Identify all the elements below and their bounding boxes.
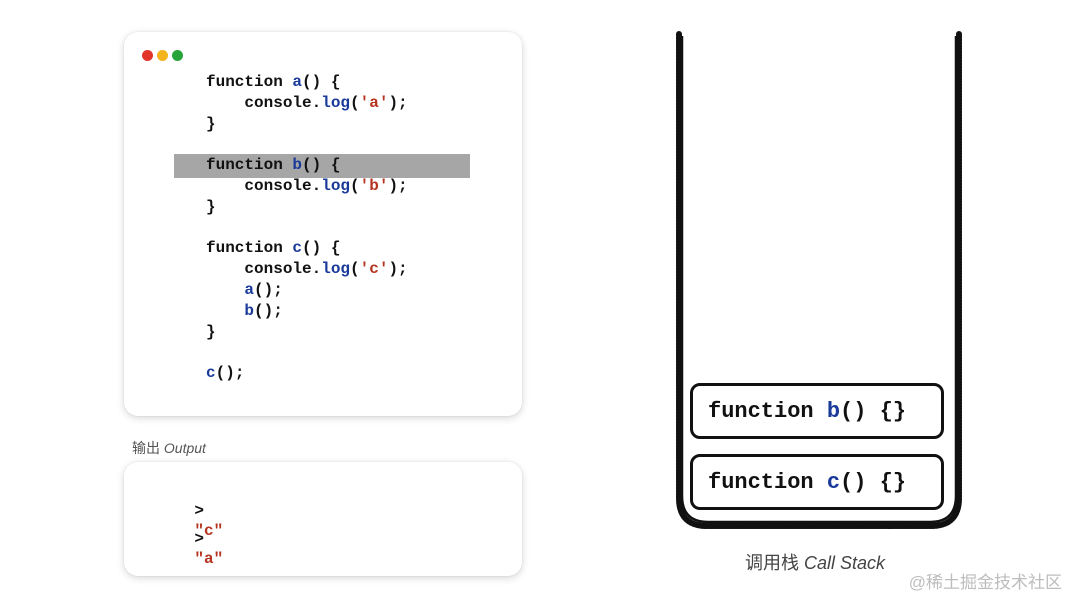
code-token: ); [388,177,408,195]
frame-keyword: function [708,398,814,424]
code-line: } [206,114,216,134]
code-line: console.log('a'); [206,93,408,113]
identifier-token: b [292,156,303,175]
code-token: } [206,197,216,216]
code-token [206,281,244,299]
output-line: > "a" [156,509,223,589]
output-line: > "c" [156,481,223,561]
code-token: function [206,239,293,258]
code-token: console. [206,93,322,112]
code-token: () { [302,239,341,258]
code-token: ( [350,93,360,112]
call-stack-caption: 调用栈 Call Stack [745,549,885,575]
code-token: ); [388,93,408,112]
stack-frame-c: function c() {} [690,454,944,510]
minimize-dot[interactable] [157,50,168,61]
identifier-token: log [321,260,351,279]
code-line: function b() { [206,155,340,175]
code-token: (); [215,364,245,383]
code-token [206,302,244,320]
code-line: a(); [206,280,283,300]
call-stack-caption-en: Call Stack [804,553,886,573]
code-token: (); [254,301,283,320]
frame-suffix: () {} [840,469,907,495]
identifier-token: c [292,239,303,258]
string-token: 'b' [359,177,389,195]
output-caption-en: Output [163,440,206,456]
frame-function-name: c [826,469,841,495]
prompt-symbol: > [194,502,205,520]
string-token: 'a' [359,93,389,112]
code-token: (); [254,281,283,299]
frame-function-name: b [826,398,841,424]
current-line-highlight [174,154,470,178]
code-line: console.log('b'); [206,176,408,196]
code-token: ( [350,260,360,279]
code-line: } [206,197,216,217]
frame-suffix: () {} [840,398,907,424]
output-caption-cn: 输出 [132,440,160,456]
prompt-symbol: > [194,530,205,548]
code-line: b(); [206,301,283,321]
code-line: console.log('c'); [206,259,408,279]
code-line: } [206,322,216,342]
string-token: 'c' [359,260,389,279]
code-token: ( [350,177,360,195]
code-token: function [206,73,293,91]
identifier-token: log [321,177,351,195]
identifier-token: log [321,93,351,112]
code-line: function c() { [206,238,340,258]
maximize-dot[interactable] [172,50,183,61]
identifier-token: c [206,364,216,383]
output-value: "a" [194,550,224,568]
frame-keyword: function [708,469,814,495]
identifier-token: a [244,281,255,299]
code-token: console. [206,177,322,195]
call-stack-caption-cn: 调用栈 [745,553,799,573]
identifier-token: b [244,301,255,320]
close-dot[interactable] [142,50,153,61]
code-token: } [206,322,216,341]
watermark: @稀土掘金技术社区 [908,573,1062,592]
code-token: console. [206,260,322,279]
call-stack-container [676,31,962,529]
code-line: function a() { [206,72,340,92]
output-panel: > "c" > "a" [124,462,522,576]
code-line: c(); [206,363,244,383]
code-token: } [206,114,216,133]
code-token: ); [388,260,408,279]
code-window: function a() { console.log('a');}functio… [124,32,522,416]
code-token: () { [302,73,341,91]
code-token: function [206,156,293,175]
identifier-token: a [292,73,303,91]
stack-frame-b: function b() {} [690,383,944,439]
output-caption: 输出 Output [132,438,206,458]
output-value: "c" [194,522,224,540]
code-token: () { [302,156,341,175]
window-controls [142,50,183,61]
